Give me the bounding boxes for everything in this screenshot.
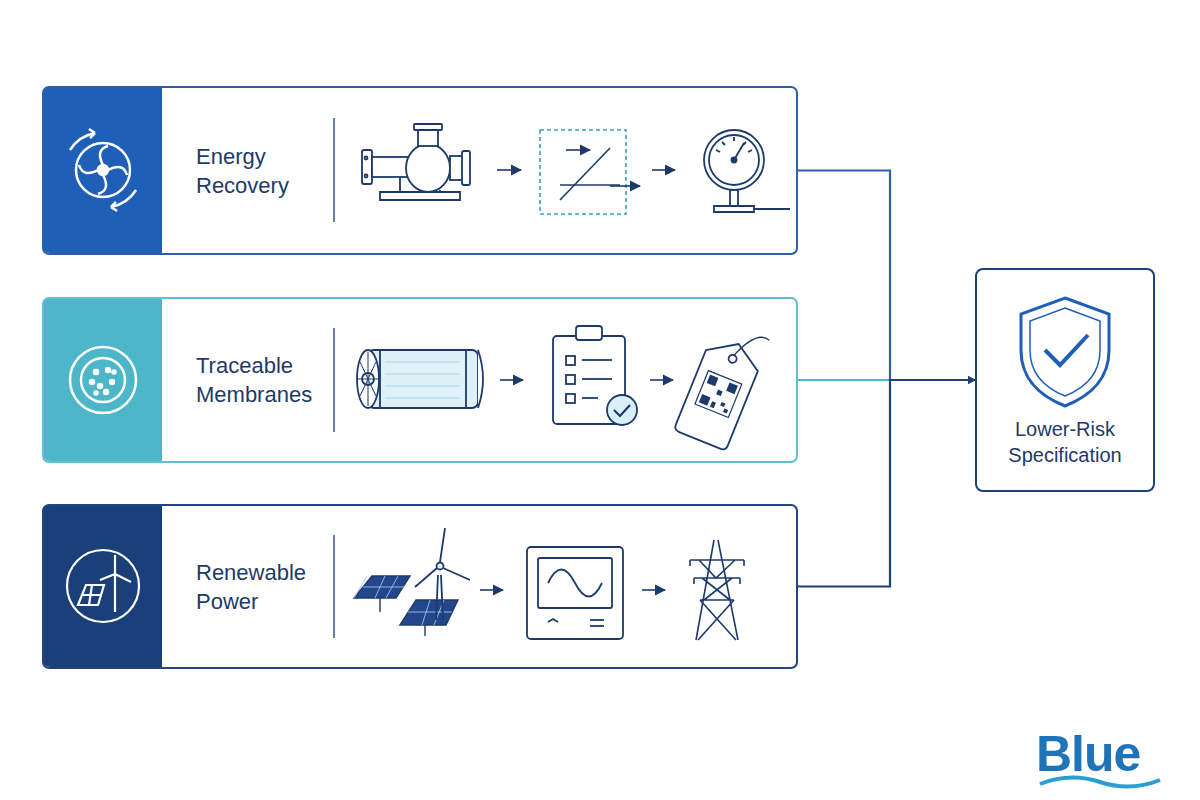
icon-strip — [43, 505, 162, 667]
fan-icon — [70, 129, 136, 211]
qr-tag — [674, 319, 771, 451]
flow-arrow — [500, 379, 523, 381]
category-label: Traceable Membranes — [196, 351, 346, 409]
flow-arrow — [650, 379, 673, 381]
divider — [333, 118, 334, 222]
result-box: Lower-Risk Specification — [975, 268, 1155, 492]
icon-strip — [43, 298, 162, 461]
connector — [798, 380, 975, 587]
connector — [798, 171, 975, 381]
category-card: Energy Recovery — [42, 86, 798, 255]
membrane-icon — [70, 347, 136, 413]
result-label: Lower-Risk Specification — [987, 416, 1143, 468]
shield-icon — [1021, 298, 1109, 406]
divider — [333, 328, 334, 432]
divider — [333, 535, 334, 638]
category-card: Traceable Membranes — [42, 297, 798, 463]
category-label: Energy Recovery — [196, 142, 346, 200]
pump-drawing — [362, 124, 470, 200]
solar-panels — [354, 576, 458, 636]
category-label: Renewable Power — [196, 558, 346, 616]
power-pylon — [690, 540, 744, 640]
brand-logo: Blue — [1036, 726, 1140, 782]
membrane-module — [357, 350, 483, 408]
flow-arrow — [497, 169, 521, 171]
inverter-box — [527, 547, 623, 639]
efficiency-chart — [540, 130, 640, 214]
icon-strip — [43, 87, 162, 253]
wind-turbine — [415, 528, 470, 620]
flow-arrow — [642, 589, 665, 591]
checklist-clipboard — [553, 326, 637, 425]
flow-arrow — [652, 169, 675, 171]
category-card: Renewable Power — [42, 504, 798, 669]
flow-arrow — [480, 589, 503, 591]
renewable-icon — [67, 550, 139, 622]
pressure-gauge — [704, 130, 790, 212]
